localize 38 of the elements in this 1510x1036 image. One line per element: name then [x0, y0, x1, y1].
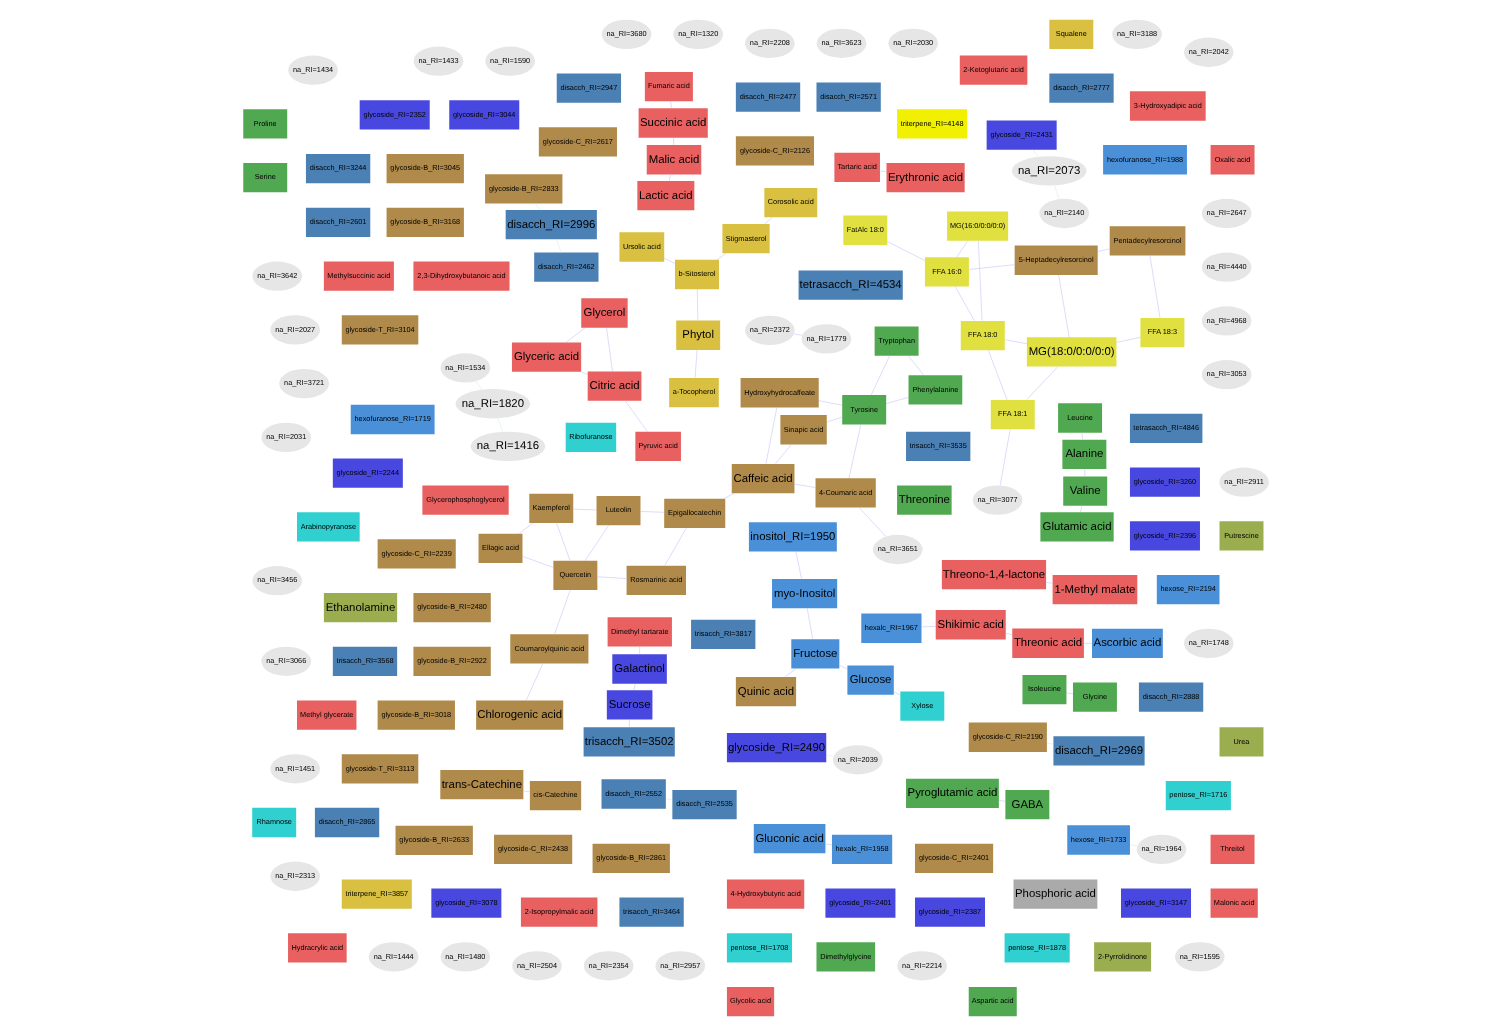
connector [624, 400, 647, 432]
connector [817, 400, 842, 406]
connector [1115, 337, 1140, 343]
connector [564, 327, 585, 343]
connector [774, 444, 791, 464]
connector [838, 665, 847, 670]
connector [999, 429, 1010, 486]
connector [553, 590, 570, 635]
connector [858, 507, 885, 537]
connector [1004, 632, 1012, 635]
connector [583, 525, 608, 561]
connector [1003, 339, 1027, 344]
connector [885, 397, 908, 404]
connector [955, 240, 967, 258]
connector [764, 407, 777, 464]
connector [869, 355, 889, 396]
connector [886, 241, 925, 261]
connector [825, 416, 842, 423]
connector [1025, 366, 1058, 400]
connector [580, 371, 587, 375]
connector [716, 253, 726, 260]
connector [892, 691, 900, 696]
connector [722, 493, 734, 499]
connector [907, 355, 923, 376]
connector [1148, 255, 1160, 319]
connector [987, 350, 1007, 401]
connector [1057, 274, 1069, 338]
connector [663, 258, 675, 264]
connector [1096, 248, 1109, 252]
connector [517, 522, 532, 534]
connector [525, 663, 543, 701]
connector [521, 556, 553, 568]
connector [663, 528, 686, 566]
connector [763, 217, 772, 225]
connector [954, 286, 974, 322]
connector [555, 523, 570, 561]
connector [847, 424, 861, 479]
connector [784, 668, 796, 678]
